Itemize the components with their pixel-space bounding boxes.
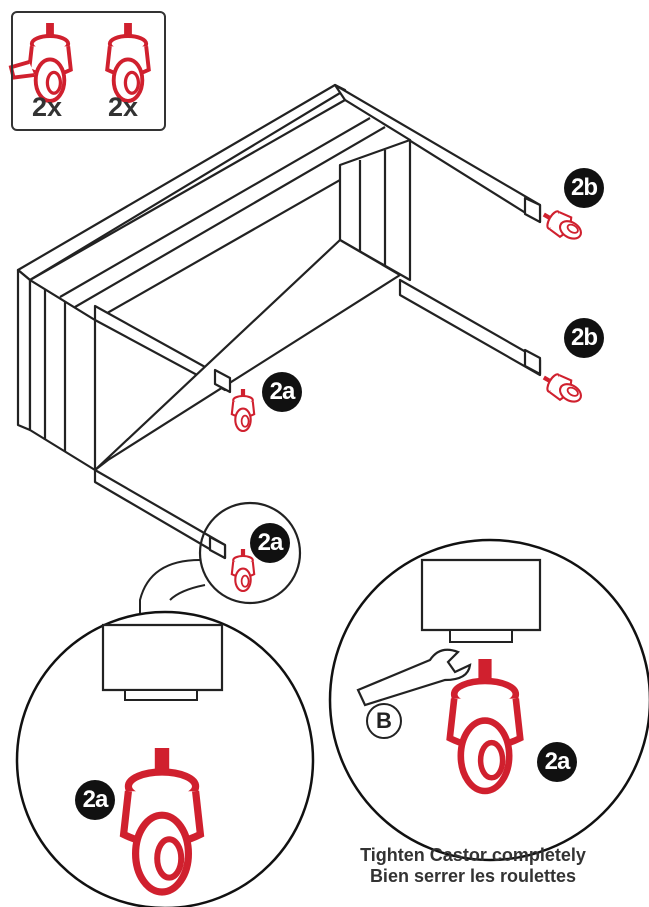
callout-circle — [198, 501, 302, 605]
tool-label-b: B — [366, 703, 402, 739]
step-label-2b-back: 2b — [564, 168, 604, 208]
castor-2b-back — [537, 203, 587, 247]
detail-circle-right — [328, 538, 649, 862]
parts-box — [11, 11, 166, 131]
castor-2a-callout — [230, 547, 256, 593]
locking-castor-quantity: 2x — [32, 92, 63, 122]
castor-quantity: 2x — [108, 92, 139, 122]
step-label-2a-detail-right: 2a — [537, 742, 577, 782]
step-label-2b-front: 2b — [564, 318, 604, 358]
wrench-icon — [356, 648, 472, 707]
caption: Tighten Castor completely Bien serrer le… — [330, 845, 616, 887]
bench-frame — [16, 83, 542, 560]
detail-circle-left — [15, 610, 315, 907]
castor-2b-front — [537, 366, 587, 410]
castor-2a-middle — [230, 387, 256, 433]
step-label-2a-detail-left: 2a — [75, 780, 115, 820]
callout-connector — [139, 559, 206, 625]
step-label-2a-callout: 2a — [250, 523, 290, 563]
caption-english: Tighten Castor completely — [360, 845, 586, 865]
step-label-2a-middle: 2a — [262, 372, 302, 412]
caption-french: Bien serrer les roulettes — [369, 866, 577, 886]
